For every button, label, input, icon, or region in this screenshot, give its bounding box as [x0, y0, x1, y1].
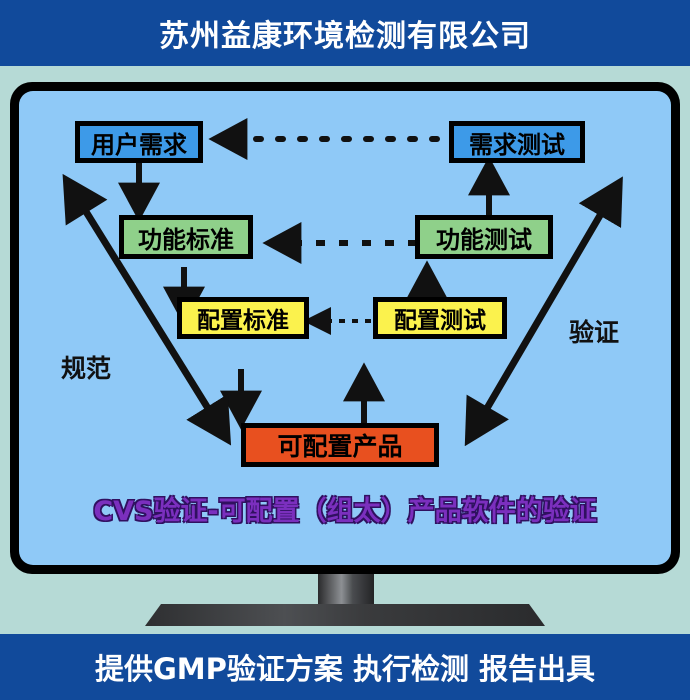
monitor-screen: 用户需求 --> 功能标准 --> 配置标准 --> 用户需求 需求测试 功能标… — [19, 91, 671, 565]
label-verification: 验证 — [569, 318, 620, 347]
node-configuration-spec[interactable]: 配置标准 — [177, 297, 309, 339]
node-user-requirements-label: 用户需求 — [91, 130, 187, 159]
node-functional-test-label: 功能测试 — [436, 225, 532, 254]
arrow-verification-axis — [464, 176, 623, 447]
node-functional-test[interactable]: 功能测试 — [415, 215, 553, 259]
node-user-requirements[interactable]: 用户需求 — [75, 121, 203, 163]
diagram-caption: CVS验证-可配置（组太）产品软件的验证 — [93, 496, 597, 527]
node-configuration-test[interactable]: 配置测试 — [373, 297, 507, 339]
node-configurable-product[interactable]: 可配置产品 — [241, 423, 439, 467]
label-specification: 规范 — [61, 354, 112, 383]
node-configuration-spec-label: 配置标准 — [197, 308, 289, 334]
services-text: 提供GMP验证方案 执行检测 报告出具 — [94, 652, 596, 686]
monitor-frame: 用户需求 --> 功能标准 --> 配置标准 --> 用户需求 需求测试 功能标… — [10, 82, 680, 574]
node-configurable-product-label: 可配置产品 — [277, 432, 403, 461]
monitor-stand-base — [145, 604, 545, 626]
node-functional-spec-label: 功能标准 — [138, 225, 234, 254]
node-requirements-test[interactable]: 需求测试 — [449, 121, 585, 163]
company-header-banner: 苏州益康环境检测有限公司 — [0, 0, 690, 66]
node-functional-spec[interactable]: 功能标准 — [119, 215, 253, 259]
node-configuration-test-label: 配置测试 — [394, 308, 486, 334]
company-name: 苏州益康环境检测有限公司 — [159, 19, 531, 54]
node-requirements-test-label: 需求测试 — [469, 130, 565, 159]
arrow-specification-axis — [62, 173, 232, 446]
services-footer-banner: 提供GMP验证方案 执行检测 报告出具 — [0, 634, 690, 700]
diagram-arrows: 用户需求 --> 功能标准 --> 配置标准 --> — [62, 118, 623, 447]
